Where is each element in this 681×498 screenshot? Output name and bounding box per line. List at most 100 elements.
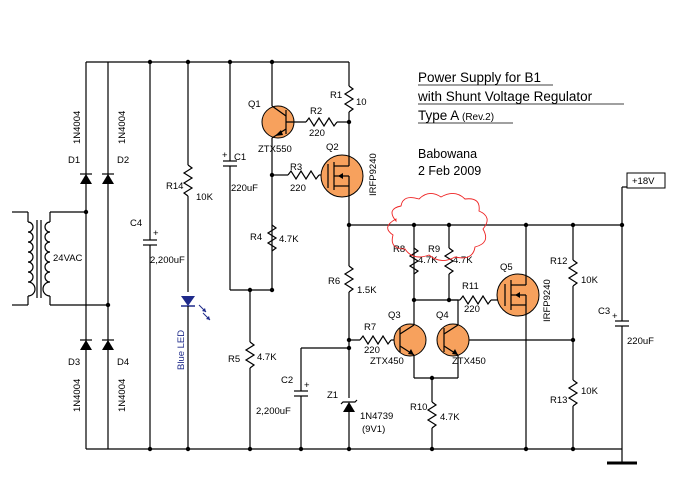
transformer-label: 24VAC — [53, 253, 83, 264]
led-label: Blue LED — [176, 330, 187, 370]
svg-text:+: + — [222, 150, 228, 161]
transistor-q4: Q4 ZTX450 — [414, 299, 573, 378]
capacitor-c4: + C4 2,200uF — [130, 59, 185, 452]
ground-symbol — [607, 449, 637, 465]
r14-label: R14 — [166, 181, 183, 192]
resistor-r1: R1 10 — [330, 62, 367, 150]
c3-value: 220uF — [627, 336, 654, 347]
r10-value: 4.7K — [440, 412, 460, 423]
resistor-r7: R7 220 — [349, 322, 398, 356]
d2-part: 1N4004 — [117, 111, 128, 144]
svg-text:+: + — [304, 380, 310, 391]
d4-part: 1N4004 — [117, 379, 128, 412]
c1-value: 220uF — [231, 183, 258, 194]
r8-label: R8 — [393, 244, 405, 255]
resistor-r9: R9 4.7K — [428, 222, 473, 303]
capacitor-c2: + C2 2,200uF — [256, 347, 349, 452]
transistor-q3: Q3 ZTX450 — [370, 222, 427, 378]
r5-label: R5 — [228, 354, 240, 365]
d4-label: D4 — [117, 357, 129, 368]
r4-label: R4 — [250, 232, 262, 243]
resistor-r4: R4 4.7K — [250, 224, 299, 252]
title-line-1: Power Supply for B1 — [418, 70, 541, 85]
z1-part: 1N4739 — [360, 411, 393, 422]
q4-part: ZTX450 — [452, 356, 486, 367]
q2-label: Q2 — [326, 142, 339, 153]
r11-label: R11 — [462, 281, 479, 292]
resistor-r2: R2 220 — [305, 106, 349, 139]
r3-value: 220 — [290, 183, 306, 194]
output-terminal: +18V — [622, 172, 666, 189]
resistor-r10: R10 4.7K — [410, 375, 460, 452]
d3-symbol — [80, 340, 92, 350]
capacitor-c3: + C3 220uF — [598, 187, 654, 449]
resistor-r6: R6 1.5K — [328, 225, 377, 398]
d1-label: D1 — [68, 155, 80, 166]
r6-value: 1.5K — [357, 285, 377, 296]
d1-part: 1N4004 — [72, 111, 83, 144]
highlight-cloud — [387, 193, 488, 261]
r13-label: R13 — [550, 395, 567, 406]
title-block: Power Supply for B1 with Shunt Voltage R… — [417, 70, 624, 178]
capacitor-c1: + C1 220uF — [222, 59, 272, 291]
bridge-rectifier: D1 D2 D3 D4 1N4004 1N4004 1N4004 1N4004 — [68, 62, 129, 449]
q1-label: Q1 — [248, 99, 261, 110]
r7-value: 220 — [364, 345, 380, 356]
resistor-r8: R8 4.7K — [393, 244, 438, 275]
c1-label: C1 — [234, 152, 246, 163]
svg-text:+: + — [153, 228, 159, 239]
q1-part: ZTX550 — [258, 144, 292, 155]
q3-label: Q3 — [388, 310, 401, 321]
q2-part: IRFP9240 — [368, 153, 379, 196]
r12-label: R12 — [550, 256, 567, 267]
title-line-3: Type A — [418, 108, 459, 123]
transformer: 24VAC — [12, 211, 108, 306]
r8-value: 4.7K — [418, 255, 438, 266]
d2-symbol — [102, 174, 114, 184]
d3-part: 1N4004 — [72, 379, 83, 412]
r2-label: R2 — [310, 106, 322, 117]
c2-value: 2,200uF — [256, 406, 291, 417]
r4-value: 4.7K — [279, 234, 299, 245]
r11-value: 220 — [464, 304, 480, 315]
resistor-r5: R5 4.7K — [228, 287, 277, 452]
r7-label: R7 — [364, 322, 376, 333]
mosfet-q5: Q5 IRFP9240 — [496, 222, 553, 452]
q5-label: Q5 — [500, 262, 513, 273]
resistor-r12: R12 10K — [550, 222, 599, 380]
mosfet-q2: Q2 IRFP9240 — [320, 142, 379, 228]
date: 2 Feb 2009 — [418, 164, 481, 178]
resistor-r3: R3 220 — [272, 162, 328, 194]
output-label: +18V — [632, 176, 655, 187]
transistor-q1: Q1 ZTX550 — [248, 59, 306, 293]
title-revision: (Rev.2) — [462, 112, 494, 123]
r12-value: 10K — [581, 275, 599, 286]
c4-label: C4 — [130, 218, 142, 229]
r1-label: R1 — [330, 90, 342, 101]
r13-value: 10K — [581, 386, 599, 397]
r3-label: R3 — [290, 162, 302, 173]
r6-label: R6 — [328, 276, 340, 287]
r14-value: 10K — [196, 192, 214, 203]
svg-text:+: + — [612, 311, 618, 322]
title-line-2: with Shunt Voltage Regulator — [417, 89, 593, 104]
c4-value: 2,200uF — [150, 255, 185, 266]
author: Babowana — [418, 147, 477, 161]
q4-label: Q4 — [436, 310, 449, 321]
r9-label: R9 — [428, 244, 440, 255]
c2-label: C2 — [281, 375, 293, 386]
r9-value: 4.7K — [453, 255, 473, 266]
q3-part: ZTX450 — [370, 356, 404, 367]
d2-label: D2 — [117, 155, 129, 166]
c3-label: C3 — [598, 306, 610, 317]
z1-voltage: (9V1) — [362, 424, 385, 435]
resistor-r14: R14 10K — [166, 59, 214, 292]
r2-value: 220 — [309, 128, 325, 139]
d4-symbol — [102, 340, 114, 350]
d1-symbol — [80, 174, 92, 184]
q5-part: IRFP9240 — [542, 279, 553, 322]
r5-value: 4.7K — [257, 352, 277, 363]
z1-label: Z1 — [327, 390, 338, 401]
r1-value: 10 — [356, 97, 367, 108]
